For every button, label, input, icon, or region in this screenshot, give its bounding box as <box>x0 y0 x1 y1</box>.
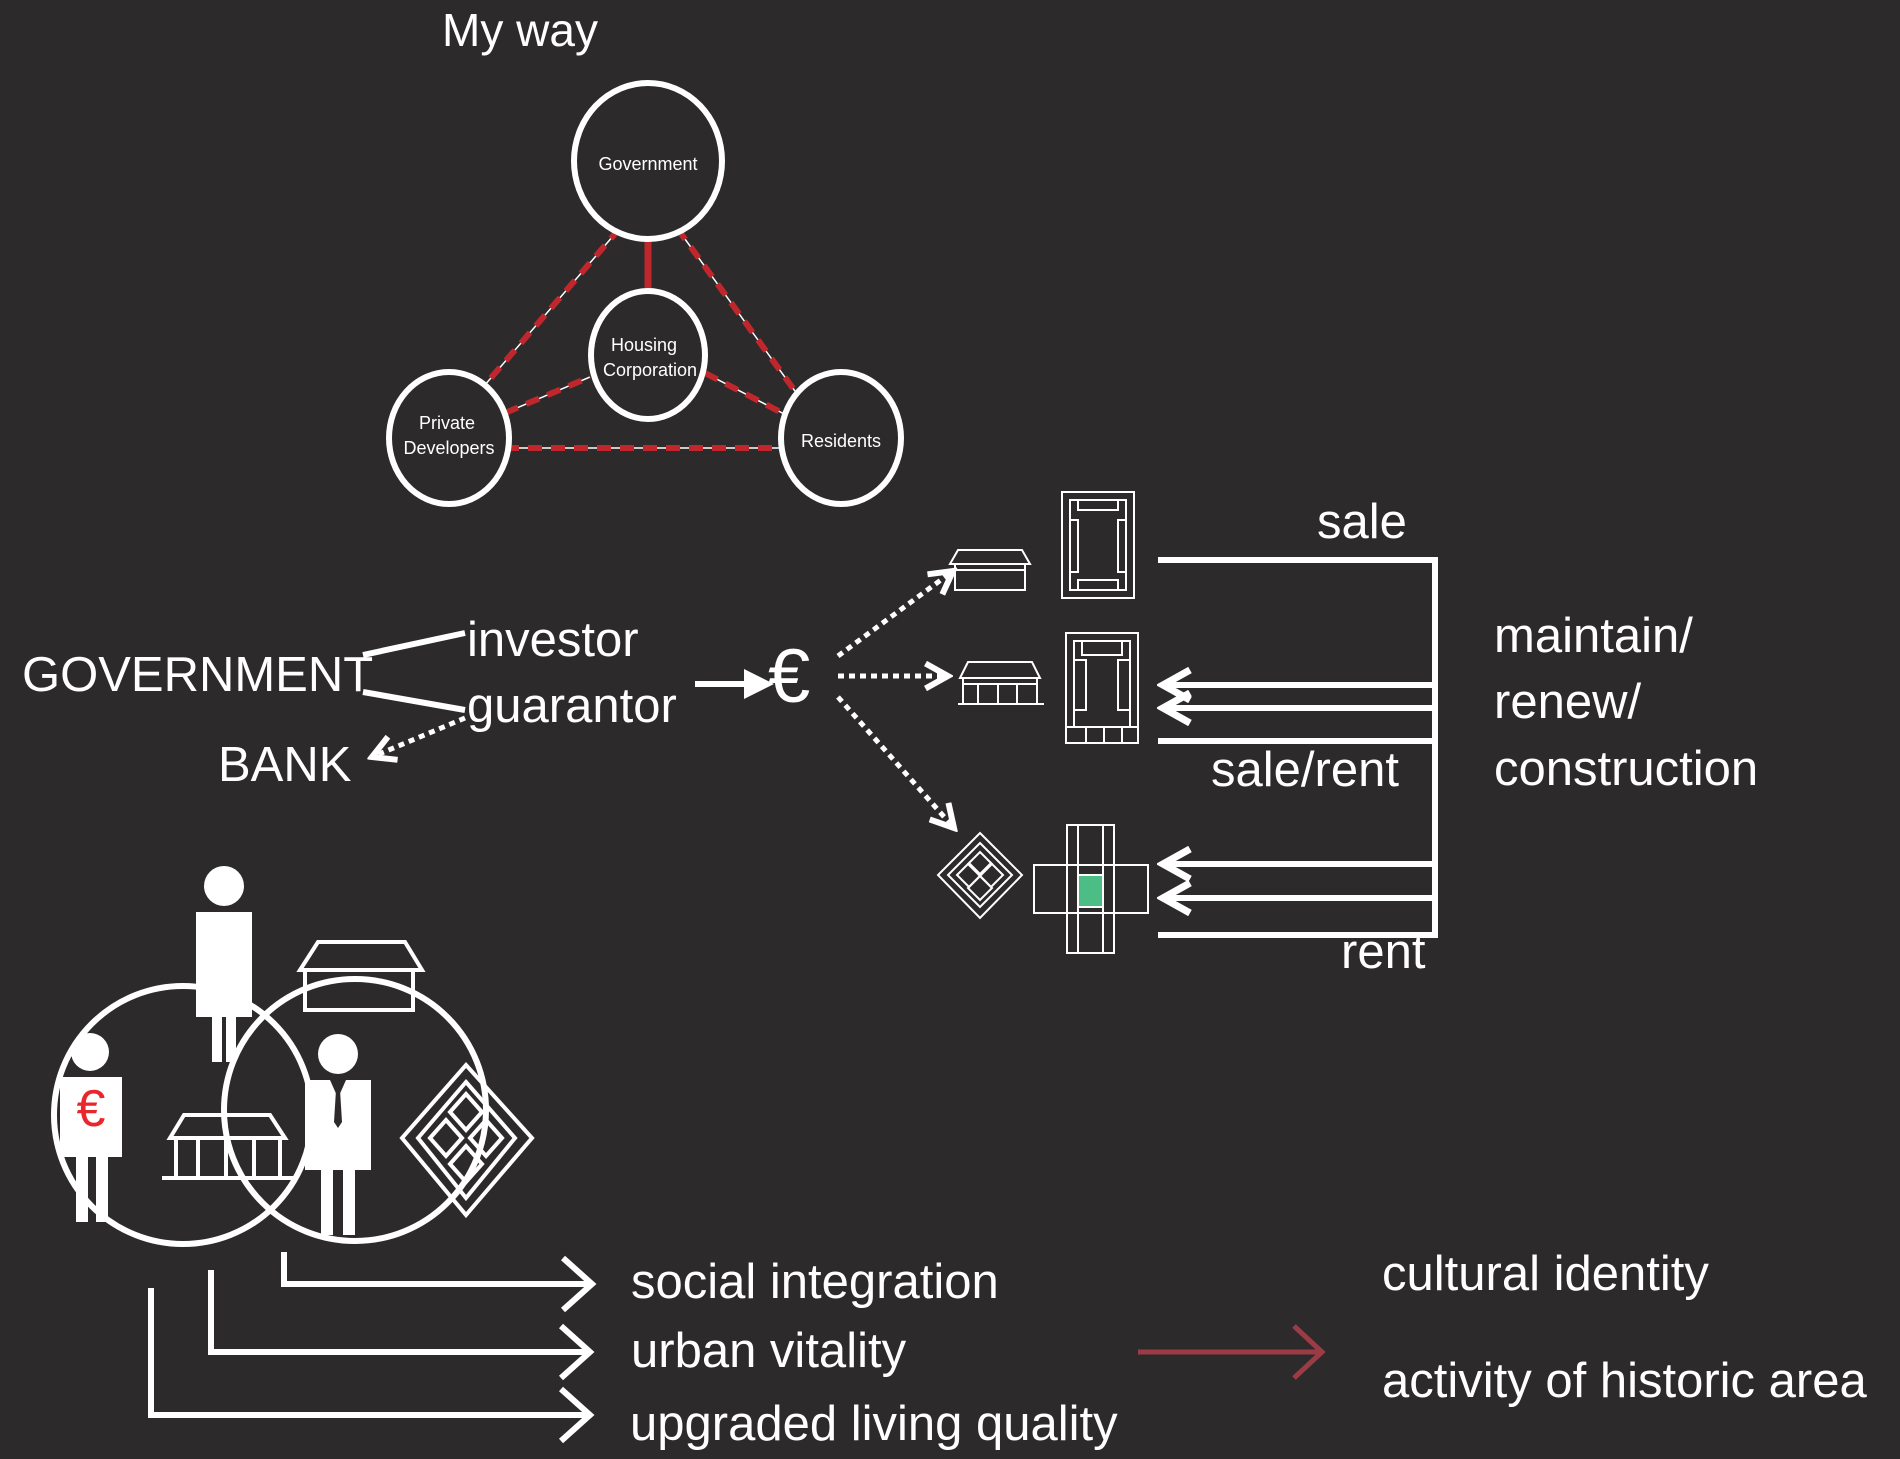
euro-symbol: € <box>768 634 810 719</box>
page-title: My way <box>442 4 598 56</box>
government-label: Government <box>598 154 697 174</box>
residents-label: Residents <box>801 431 881 451</box>
courtyard-plan-icon <box>1061 491 1135 599</box>
outcome-urban: urban vitality <box>631 1324 907 1378</box>
cross-plan-icon <box>1033 824 1149 954</box>
euro-icon: € <box>77 1080 106 1138</box>
private-label-2: Developers <box>403 438 494 458</box>
investor-text: investor <box>467 613 639 667</box>
investor-person-icon <box>60 1033 122 1222</box>
diamond-block-icon <box>399 1061 535 1219</box>
construction-label: construction <box>1494 742 1758 796</box>
actor-network: Government Housing Corporation Private D… <box>386 80 904 507</box>
relation-lines <box>475 226 803 451</box>
residents-node <box>778 369 904 507</box>
bank-text: BANK <box>218 738 352 792</box>
rent-label: rent <box>1341 925 1426 979</box>
highlight-unit <box>1077 874 1104 908</box>
outcome-cultural: cultural identity <box>1382 1247 1709 1301</box>
finance-chain: GOVERNMENT BANK investor guarantor € <box>22 571 954 828</box>
private-label-1: Private <box>419 413 475 433</box>
result-arrow <box>1138 1324 1326 1380</box>
guarantor-text: guarantor <box>467 679 677 733</box>
outcome-arrows <box>148 1252 597 1444</box>
house-icon <box>958 661 1044 705</box>
bank-arrow <box>372 715 466 757</box>
courtyard-plan-icon <box>1065 632 1139 744</box>
housing-label-1: Housing <box>611 335 677 355</box>
sale-rent-label: sale/rent <box>1211 743 1399 797</box>
sale-label: sale <box>1317 495 1407 549</box>
government-node <box>571 80 725 242</box>
house-icon <box>948 549 1032 591</box>
renew-label: renew/ <box>1494 675 1641 729</box>
person-icon <box>196 866 252 1062</box>
housing-corporation-node <box>588 288 708 422</box>
house-icon <box>296 940 426 1012</box>
private-developers-node <box>386 369 512 507</box>
outcome-living: upgraded living quality <box>630 1397 1118 1451</box>
business-person-icon <box>305 1034 371 1235</box>
building-icons <box>936 491 1149 954</box>
maintain-label: maintain/ <box>1494 609 1693 663</box>
housing-label-2: Corporation <box>603 360 697 380</box>
outcome-social: social integration <box>631 1255 999 1309</box>
government-text: GOVERNMENT <box>22 648 373 702</box>
outcome-activity: activity of historic area <box>1382 1354 1867 1408</box>
stakeholder-venn: € <box>51 866 535 1247</box>
house-icon <box>162 1113 296 1180</box>
diamond-block-icon <box>936 831 1024 920</box>
return-flows <box>1158 557 1438 938</box>
